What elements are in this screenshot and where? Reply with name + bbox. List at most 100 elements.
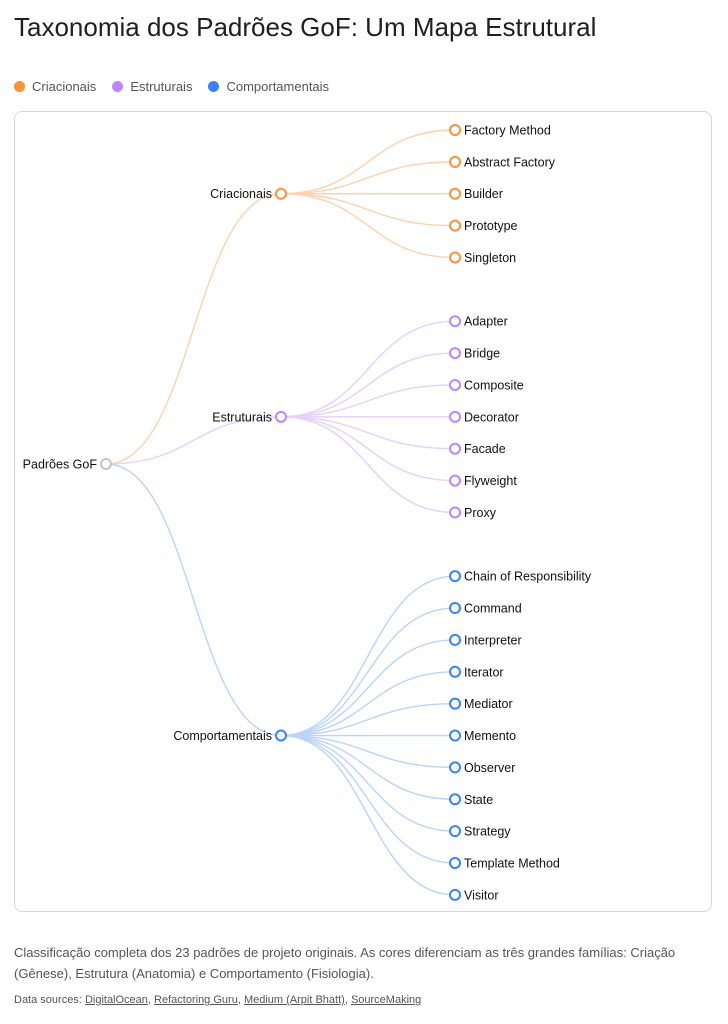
legend-dot-icon	[112, 81, 124, 92]
node-circle-icon	[449, 251, 461, 264]
links	[105, 129, 456, 896]
link-leaf	[280, 734, 456, 800]
node-label: Prototype	[464, 219, 518, 233]
node-circle-icon	[449, 888, 461, 901]
link-leaf	[280, 129, 456, 195]
node-label: Strategy	[464, 825, 511, 839]
node-circle-icon	[449, 219, 461, 232]
legend-label: Comportamentais	[226, 79, 330, 94]
group-node-criacionais[interactable]: Criacionais	[210, 187, 287, 201]
leaf-node[interactable]: Command	[449, 602, 522, 616]
node-label: Comportamentais	[173, 729, 272, 743]
node-label: Padrões GoF	[23, 458, 98, 472]
leaf-node[interactable]: Flyweight	[449, 474, 517, 488]
link-root-0	[105, 193, 282, 465]
page-title: Taxonomia dos Padrões GoF: Um Mapa Estru…	[14, 12, 597, 42]
link-leaf	[280, 639, 456, 737]
link-leaf	[280, 607, 456, 737]
node-label: Criacionais	[210, 187, 272, 201]
link-root-2	[105, 463, 282, 737]
node-circle-icon	[449, 857, 461, 870]
leaf-node[interactable]: Decorator	[449, 410, 519, 424]
node-label: Observer	[464, 761, 515, 775]
leaf-node[interactable]: Interpreter	[449, 633, 522, 647]
leaf-node[interactable]: State	[449, 793, 493, 807]
node-label: Factory Method	[464, 124, 551, 138]
leaf-node[interactable]: Bridge	[449, 347, 500, 361]
link-leaf	[280, 161, 456, 195]
link-leaf	[280, 702, 456, 737]
link-leaf	[280, 734, 456, 896]
legend-label: Estruturais	[130, 79, 193, 94]
node-circle-icon	[449, 697, 461, 710]
tree-card	[14, 111, 712, 912]
node-label: Bridge	[464, 347, 500, 361]
source-link-medium[interactable]: Medium (Arpit Bhatt)	[243, 994, 345, 1006]
legend: Criacionais Estruturais Comportamentais	[14, 79, 329, 94]
leaf-node[interactable]: Memento	[449, 729, 516, 743]
node-circle-icon	[449, 347, 461, 360]
node-circle-icon	[275, 729, 287, 742]
leaf-node[interactable]: Template Method	[449, 857, 560, 871]
link-leaf	[280, 734, 456, 864]
leaf-node[interactable]: Observer	[449, 761, 515, 775]
node-circle-icon	[449, 602, 461, 615]
node-circle-icon	[449, 570, 461, 583]
source-link-digitalocean[interactable]: DigitalOcean	[84, 994, 148, 1006]
node-label: Command	[464, 602, 522, 616]
node-circle-icon	[449, 729, 461, 742]
node-label: Flyweight	[464, 474, 517, 488]
link-leaf	[280, 734, 456, 769]
leaf-node[interactable]: Proxy	[449, 506, 497, 520]
source-link-sourcemaking[interactable]: SourceMaking	[350, 994, 422, 1006]
caption: Classificação completa dos 23 padrões de…	[14, 945, 676, 981]
node-circle-icon	[449, 474, 461, 487]
leaf-node[interactable]: Builder	[449, 187, 503, 201]
node-label: Iterator	[464, 665, 504, 679]
legend-item-comportamentais[interactable]: Comportamentais	[208, 79, 329, 94]
link-leaf	[280, 320, 456, 418]
node-label: Template Method	[464, 857, 560, 871]
link-leaf	[280, 384, 456, 418]
legend-item-criacionais[interactable]: Criacionais	[14, 79, 96, 94]
root-node[interactable]: Padrões GoF	[23, 458, 112, 472]
leaf-node[interactable]: Facade	[449, 442, 506, 456]
node-circle-icon	[449, 761, 461, 774]
node-circle-icon	[449, 410, 461, 423]
legend-item-estruturais[interactable]: Estruturais	[112, 79, 192, 94]
node-circle-icon	[449, 633, 461, 646]
node-circle-icon	[449, 315, 461, 328]
leaf-node[interactable]: Iterator	[449, 665, 504, 679]
link-leaf	[280, 416, 456, 450]
leaf-node[interactable]: Composite	[449, 378, 524, 392]
source-link-refactoring-guru[interactable]: Refactoring Guru	[154, 994, 238, 1006]
group-node-estruturais[interactable]: Estruturais	[212, 410, 287, 424]
node-circle-icon	[449, 665, 461, 678]
node-circle-icon	[449, 793, 461, 806]
leaf-node[interactable]: Adapter	[449, 315, 508, 329]
data-sources: Data sources: DigitalOcean, Refactoring …	[14, 994, 422, 1006]
node-label: Memento	[464, 729, 516, 743]
node-label: Adapter	[464, 315, 508, 329]
leaf-node[interactable]: Chain of Responsibility	[449, 570, 592, 584]
node-label: State	[464, 793, 493, 807]
leaf-node[interactable]: Factory Method	[449, 124, 551, 138]
node-label: Chain of Responsibility	[464, 570, 592, 584]
node-circle-icon	[275, 187, 287, 200]
leaf-node[interactable]: Prototype	[449, 219, 518, 233]
node-label: Abstract Factory	[464, 155, 556, 169]
leaf-node[interactable]: Visitor	[449, 888, 499, 902]
leaf-node[interactable]: Singleton	[449, 251, 516, 265]
leaf-node[interactable]: Abstract Factory	[449, 155, 556, 169]
leaf-node[interactable]: Mediator	[449, 697, 513, 711]
node-label: Decorator	[464, 410, 519, 424]
link-leaf	[280, 193, 456, 259]
node-label: Facade	[464, 442, 506, 456]
node-label: Interpreter	[464, 633, 522, 647]
leaf-node[interactable]: Strategy	[449, 825, 511, 839]
link-leaf	[280, 352, 456, 418]
group-node-comportamentais[interactable]: Comportamentais	[173, 729, 287, 743]
link-leaf	[280, 575, 456, 737]
